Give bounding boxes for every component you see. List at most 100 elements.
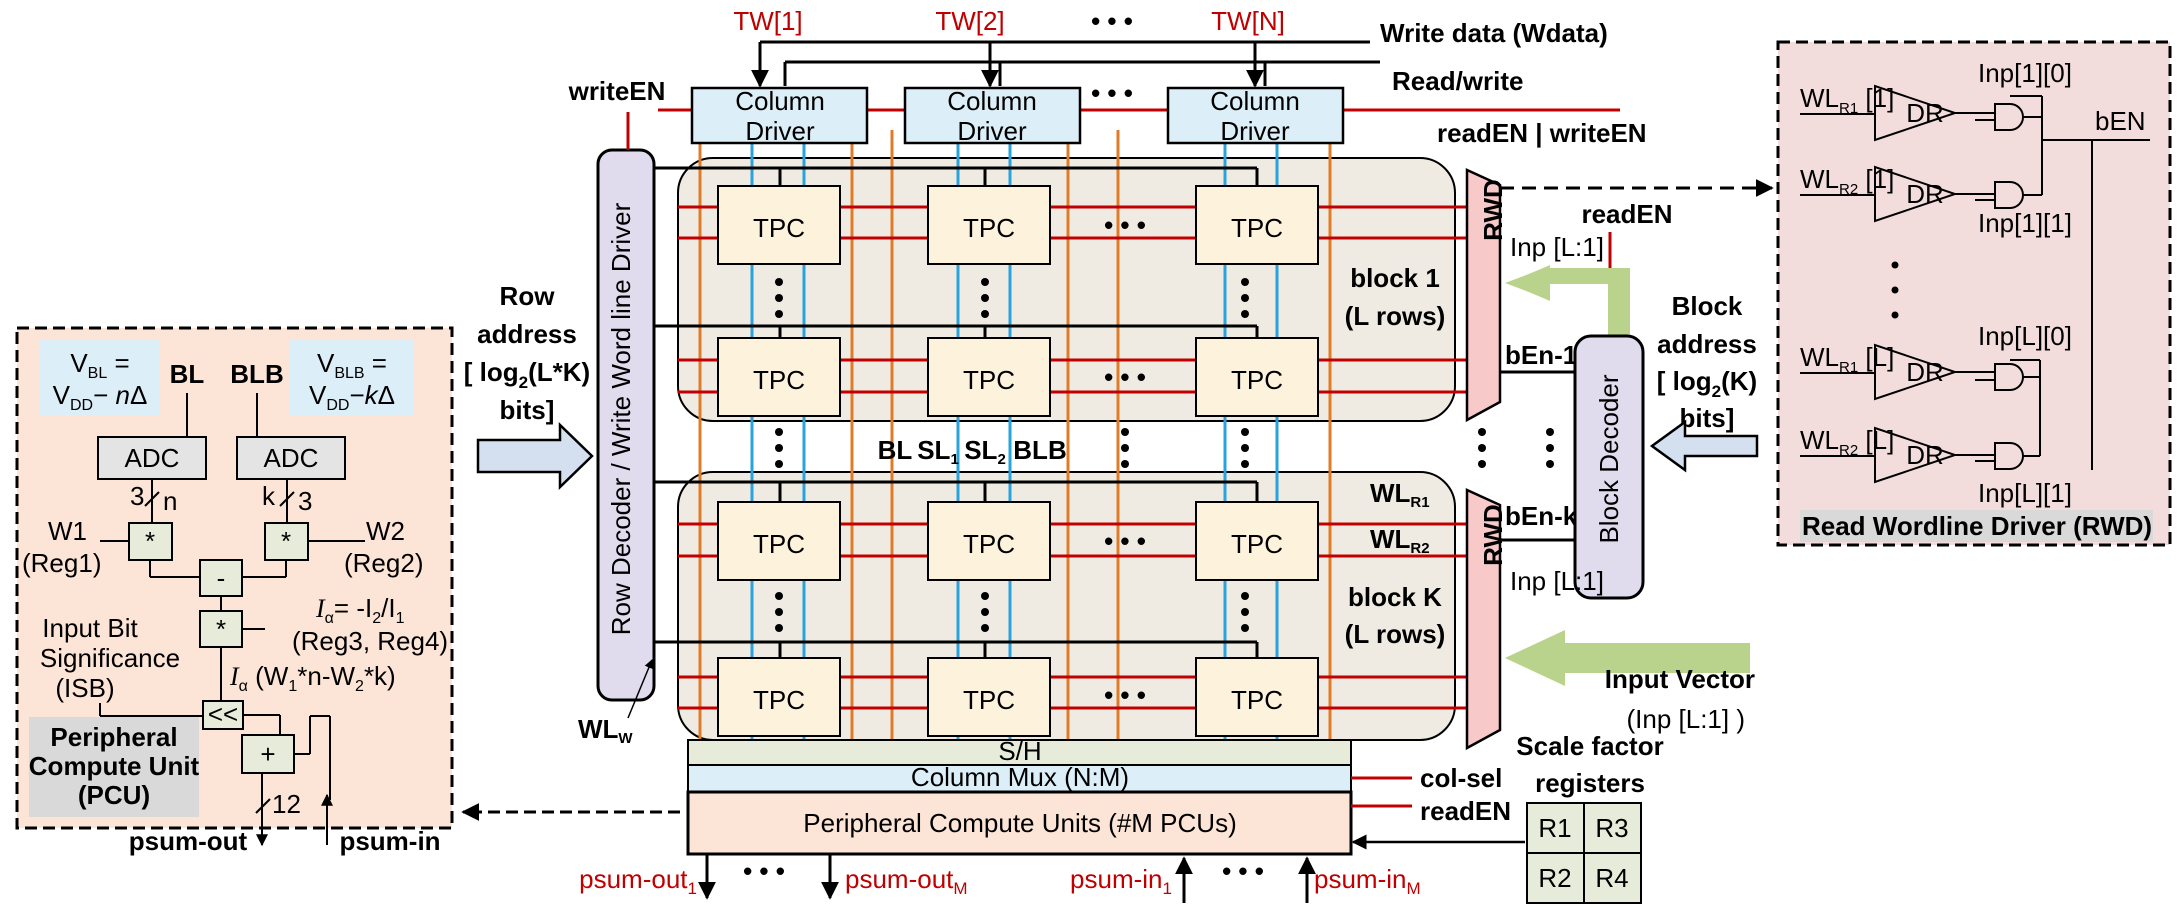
svg-text:Column: Column xyxy=(947,86,1037,116)
svg-text:bEN: bEN xyxy=(2095,106,2146,136)
svg-text:R4: R4 xyxy=(1595,863,1628,893)
svg-text:Row Decoder / Write Word line: Row Decoder / Write Word line Driver xyxy=(606,202,636,635)
pcu-psum-in-label: psum-in xyxy=(339,826,440,856)
svg-text:TPC: TPC xyxy=(753,213,805,243)
tpc-cell xyxy=(927,337,1051,417)
svg-text:+: + xyxy=(260,739,275,769)
svg-text:• • •: • • • xyxy=(1091,78,1133,108)
svg-text:block K: block K xyxy=(1348,582,1442,612)
red-wordlines xyxy=(678,205,1467,710)
svg-text:TPC: TPC xyxy=(1231,685,1283,715)
pcu-psum-out-label: psum-out xyxy=(129,826,248,856)
orange-lines xyxy=(698,130,1332,740)
svg-text:Block: Block xyxy=(1672,291,1743,321)
svg-text:TPC: TPC xyxy=(1231,213,1283,243)
svg-text:SL1: SL1 xyxy=(917,435,959,468)
svg-text:DR: DR xyxy=(1906,98,1944,128)
svg-text:W2: W2 xyxy=(366,516,405,546)
svg-text:WLR1 [1]: WLR1 [1] xyxy=(1800,83,1894,117)
svg-text:BLB: BLB xyxy=(1013,435,1066,465)
svg-text:SL2: SL2 xyxy=(964,435,1006,468)
tpc-cell xyxy=(1195,185,1319,265)
svg-text:Scale factor: Scale factor xyxy=(1516,731,1663,761)
svg-text:Column Mux (N:M): Column Mux (N:M) xyxy=(911,762,1129,792)
column-drivers: Column Driver Column Driver Column Drive… xyxy=(658,86,1620,146)
svg-text:Inp [L:1]: Inp [L:1] xyxy=(1510,232,1604,262)
row-decoder: Row Decoder / Write Word line Driver xyxy=(596,148,656,702)
svg-text:Peripheral Compute Units (#M P: Peripheral Compute Units (#M PCUs) xyxy=(803,808,1236,838)
svg-text:Inp [L:1]: Inp [L:1] xyxy=(1510,566,1604,596)
svg-text:block 1: block 1 xyxy=(1350,263,1440,293)
svg-text:(Reg2): (Reg2) xyxy=(344,548,423,578)
svg-text:readEN: readEN xyxy=(1420,796,1511,826)
svg-text:Compute Unit: Compute Unit xyxy=(29,751,200,781)
tpc-cell xyxy=(717,501,841,581)
tpc-cell xyxy=(1195,657,1319,737)
svg-text:Inp[L][0]: Inp[L][0] xyxy=(1978,321,2072,351)
svg-text:DR: DR xyxy=(1906,179,1944,209)
svg-text:• • •: • • • xyxy=(1104,362,1146,392)
block-decoder: Block Decoder xyxy=(1573,334,1645,600)
svg-text:(L rows): (L rows) xyxy=(1345,301,1446,331)
svg-text:address: address xyxy=(1657,329,1757,359)
rwd-block1: RWD xyxy=(1465,168,1508,423)
svg-text:*: * xyxy=(216,614,226,644)
svg-text:Driver: Driver xyxy=(957,116,1027,146)
pcu-bl-label: BL xyxy=(170,359,205,389)
bottom-periphery: S/H Column Mux (N:M) Peripheral Compute … xyxy=(686,736,1353,856)
write-en-label: writeEN xyxy=(568,76,666,106)
scale-registers: R1 R3 R2 R4 xyxy=(1526,802,1642,904)
svg-text:WLR2: WLR2 xyxy=(1370,524,1430,557)
svg-text:psum-inM: psum-inM xyxy=(1314,864,1421,898)
svg-text:*: * xyxy=(281,526,291,556)
svg-text:TPC: TPC xyxy=(753,365,805,395)
svg-text:12: 12 xyxy=(272,789,301,819)
rwd-blockk: RWD xyxy=(1465,488,1508,751)
svg-text:• • •: • • • xyxy=(1104,680,1146,710)
svg-text:[ log2(L*K): [ log2(L*K) xyxy=(464,357,590,392)
svg-text:Inp[L][1]: Inp[L][1] xyxy=(1978,478,2072,508)
svg-text:RWD: RWD xyxy=(1478,504,1508,566)
svg-text:<<: << xyxy=(208,699,238,729)
adc-left: ADC xyxy=(125,443,180,473)
svg-text:Write data (Wdata): Write data (Wdata) xyxy=(1380,18,1608,48)
svg-text:• • •: • • • xyxy=(1091,6,1133,36)
svg-text:WLR2 [1]: WLR2 [1] xyxy=(1800,164,1894,198)
svg-text:psum-out1: psum-out1 xyxy=(579,864,697,898)
svg-text:Column: Column xyxy=(735,86,825,116)
tpc-cell xyxy=(927,657,1051,737)
svg-text:Column: Column xyxy=(1210,86,1300,116)
svg-text:Iα= -I2/I1: Iα= -I2/I1 xyxy=(315,593,405,627)
vbl-formula: VBL = xyxy=(70,348,129,382)
svg-text:WLR2 [L]: WLR2 [L] xyxy=(1800,425,1894,459)
tpc-cell xyxy=(927,185,1051,265)
svg-text:3: 3 xyxy=(298,486,312,516)
svg-text:(ISB): (ISB) xyxy=(55,673,114,703)
adc-right: ADC xyxy=(264,443,319,473)
svg-text:• • •: • • • xyxy=(743,856,785,886)
svg-text:S/H: S/H xyxy=(998,736,1041,766)
svg-text:WLR1 [L]: WLR1 [L] xyxy=(1800,342,1894,376)
svg-text:Significance: Significance xyxy=(40,643,180,673)
svg-text:TW[2]: TW[2] xyxy=(935,6,1004,36)
svg-text:W1: W1 xyxy=(48,516,87,546)
svg-text:R2: R2 xyxy=(1538,863,1571,893)
tpc-cell xyxy=(717,337,841,417)
svg-text:DR: DR xyxy=(1906,357,1944,387)
svg-text:Read Wordline Driver (RWD): Read Wordline Driver (RWD) xyxy=(1802,511,2152,541)
svg-text:Peripheral: Peripheral xyxy=(50,722,177,752)
svg-text:psum-in1: psum-in1 xyxy=(1070,864,1172,898)
svg-text:3: 3 xyxy=(130,481,144,511)
svg-text:psum-outM: psum-outM xyxy=(845,864,968,898)
svg-text:DR: DR xyxy=(1906,440,1944,470)
svg-text:readEN | writeEN: readEN | writeEN xyxy=(1437,118,1647,148)
svg-text:bits]: bits] xyxy=(500,395,555,425)
svg-text:bits]: bits] xyxy=(1680,403,1735,433)
svg-text:TPC: TPC xyxy=(963,213,1015,243)
svg-text:TW[N]: TW[N] xyxy=(1211,6,1285,36)
svg-text:(Inp [L:1] ): (Inp [L:1] ) xyxy=(1627,704,1746,734)
svg-text:readEN: readEN xyxy=(1581,199,1672,229)
svg-text:• • •: • • • xyxy=(1104,526,1146,556)
tpc-cell xyxy=(927,501,1051,581)
pcu-panel: VBL = VDD− nΔ VBLB = VDD−kΔ BL BLB ADC A… xyxy=(15,326,454,856)
